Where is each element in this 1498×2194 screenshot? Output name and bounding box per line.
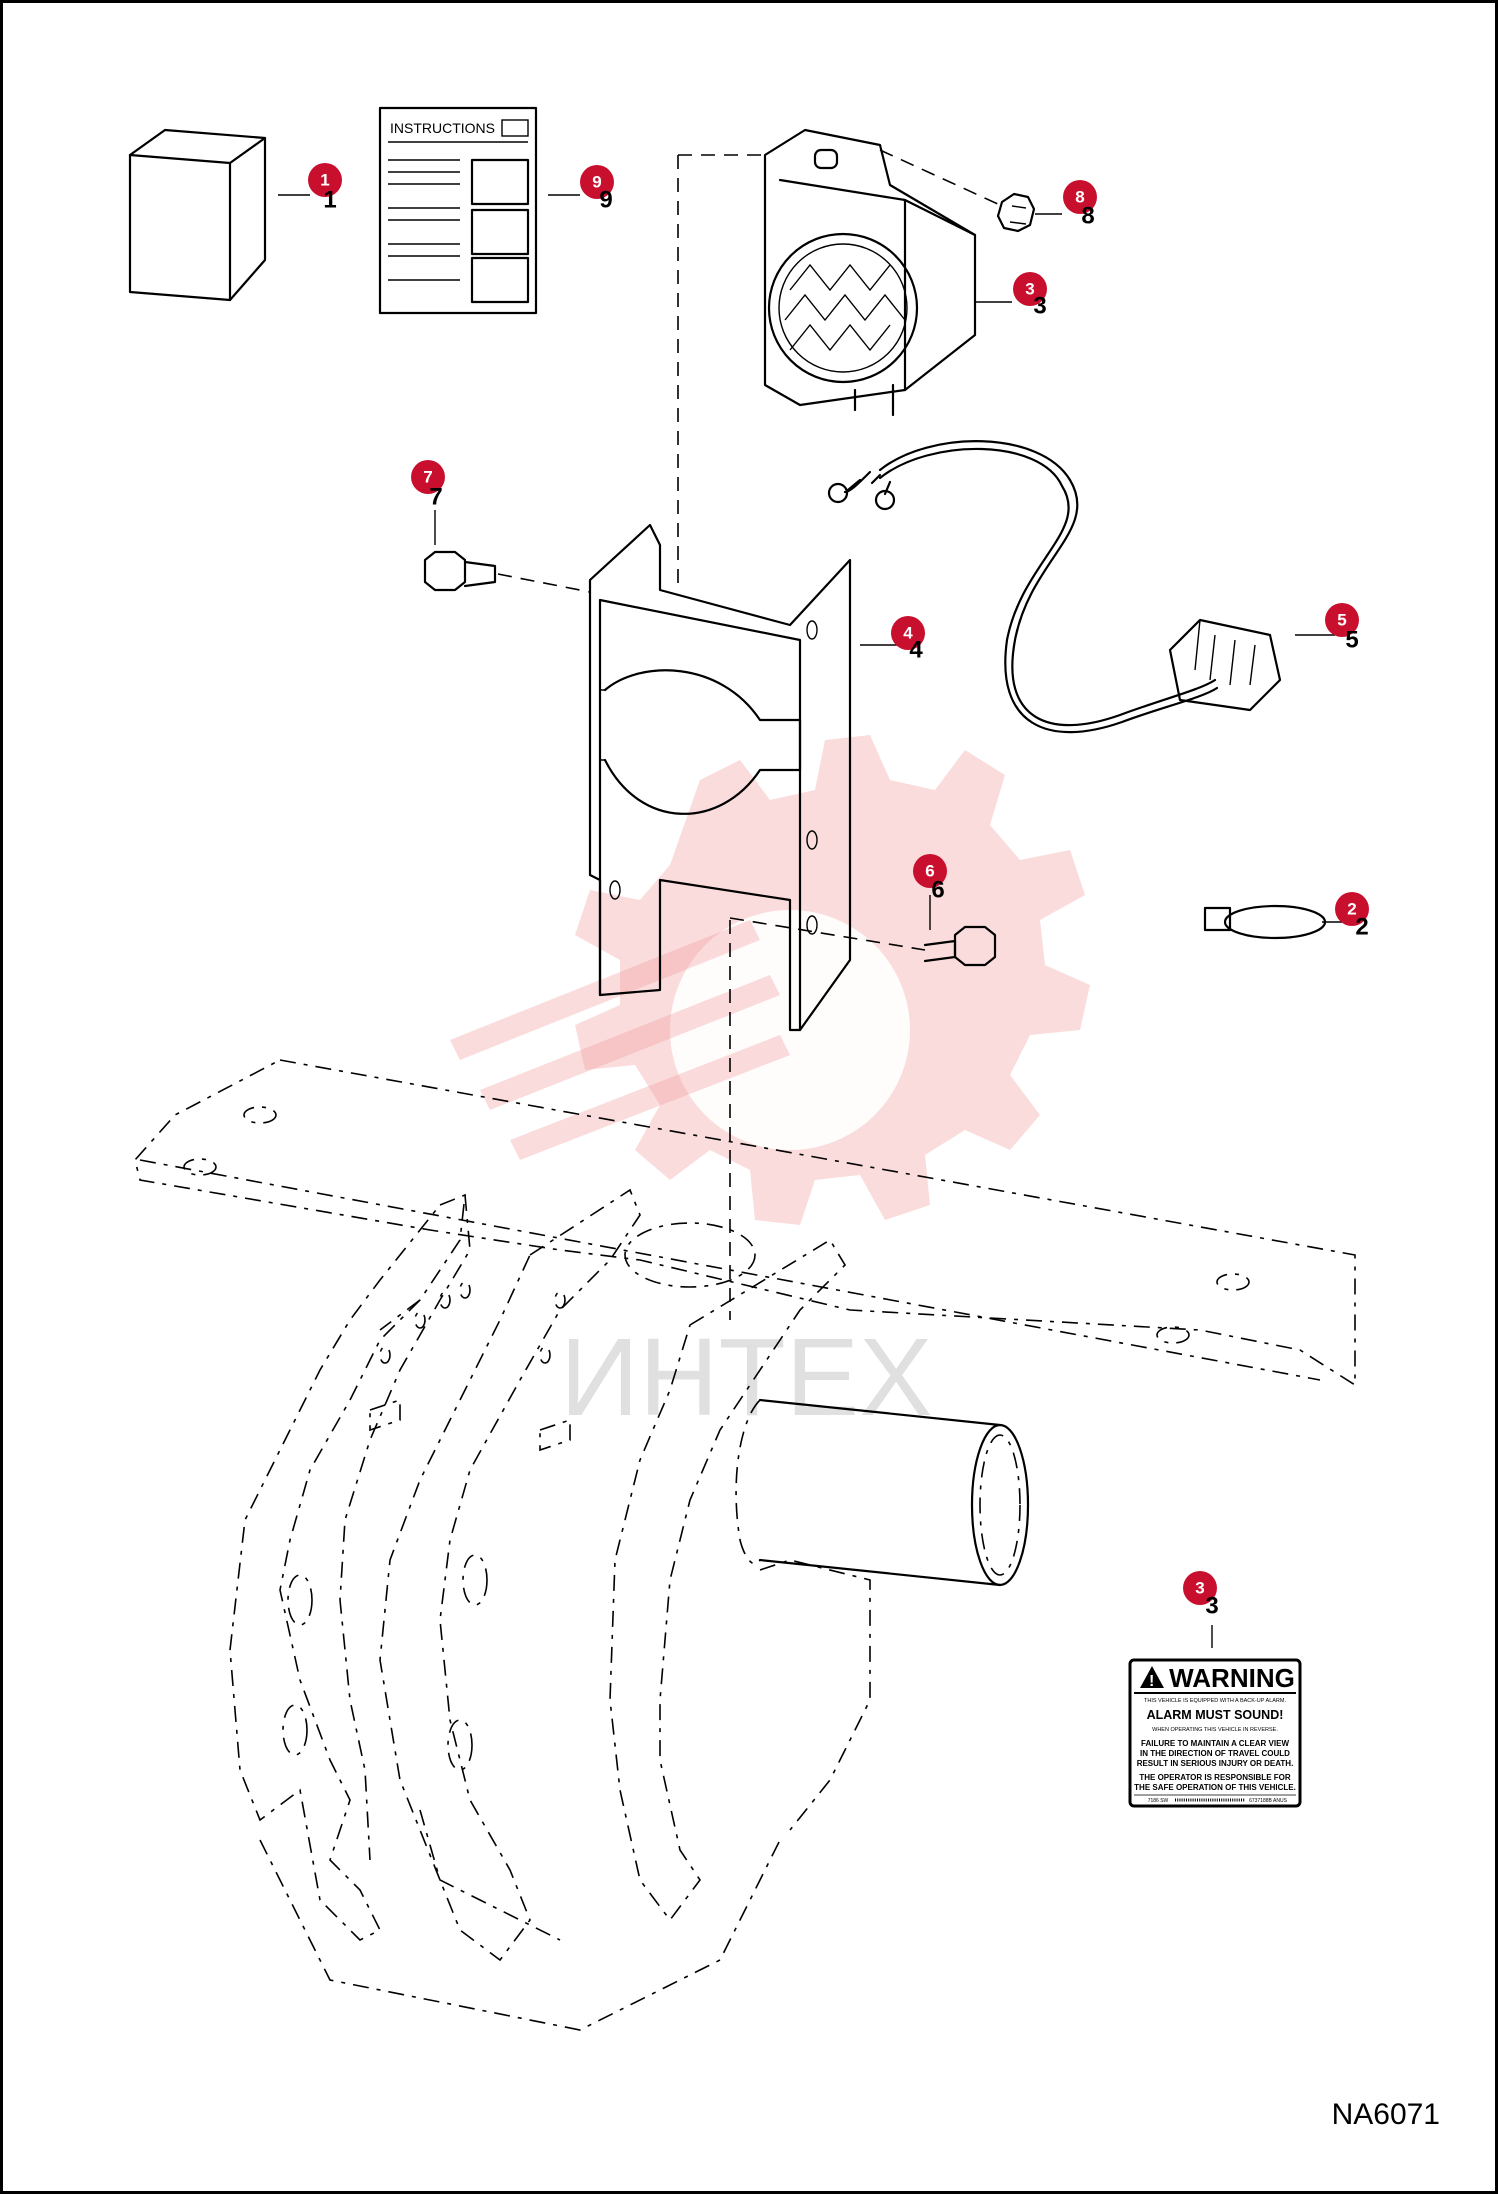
svg-text:3: 3 (1195, 1579, 1204, 1598)
warning-para1-line2: IN THE DIRECTION OF TRAVEL COULD (1140, 1749, 1290, 1758)
part-bolt-7 (423, 550, 497, 592)
svg-text:4: 4 (903, 624, 913, 643)
warning-line2: WHEN OPERATING THIS VEHICLE IN REVERSE. (1152, 1727, 1278, 1733)
guide-bolt-7 (497, 573, 591, 593)
part-backup-alarm (763, 128, 977, 417)
svg-text:7: 7 (423, 468, 432, 487)
watermark-text: ИНТЕХ (560, 1316, 932, 1439)
warning-footer-right: 6737188B ANUS (1249, 1798, 1287, 1804)
part-bracket (588, 523, 852, 1032)
callout-5: 5 5 (1325, 603, 1359, 654)
warning-para1-line3: RESULT IN SERIOUS INJURY OR DEATH. (1137, 1759, 1294, 1768)
callout-6: 6 6 (913, 854, 947, 904)
svg-text:9: 9 (592, 173, 601, 192)
guide-bolt-6 (729, 917, 926, 951)
callout-3-alarm: 3 3 (1013, 272, 1047, 320)
callout-3-decal: 3 3 (1183, 1571, 1219, 1620)
warning-footer-left: 7186 SW (1148, 1798, 1169, 1804)
callout-5-number: 5 (1345, 627, 1358, 654)
warning-line1: THIS VEHICLE IS EQUIPPED WITH A BACK-UP … (1144, 1698, 1286, 1704)
svg-text:2: 2 (1347, 900, 1356, 919)
callout-8-number: 8 (1081, 203, 1094, 230)
warning-para2-line2: THE SAFE OPERATION OF THIS VEHICLE. (1134, 1783, 1296, 1792)
part-box (128, 128, 267, 302)
warning-headline: ALARM MUST SOUND! (1147, 1708, 1284, 1722)
part-bolt-6 (923, 925, 997, 967)
part-nut (996, 192, 1036, 233)
figure-id: NA6071 (1332, 2098, 1440, 2131)
svg-text:6: 6 (925, 862, 934, 881)
svg-text:1: 1 (320, 171, 329, 190)
callout-4: 4 4 (891, 616, 925, 664)
svg-text:3: 3 (1025, 280, 1034, 299)
warning-para2-line1: THE OPERATOR IS RESPONSIBLE FOR (1139, 1773, 1291, 1782)
part-instructions-sheet: INSTRUCTIONS (378, 106, 538, 315)
guide-nut (879, 149, 1001, 206)
callout-2-number: 2 (1355, 914, 1368, 941)
callout-9-number: 9 (599, 187, 612, 214)
svg-text:!: ! (1149, 1673, 1154, 1690)
part-cable-tie (1203, 904, 1327, 940)
callout-1-number: 1 (323, 187, 336, 214)
warning-para1-line1: FAILURE TO MAINTAIN A CLEAR VIEW (1141, 1739, 1289, 1748)
callout-2: 2 2 (1335, 892, 1369, 941)
callout-7: 7 7 (411, 460, 445, 511)
warning-decal: ! WARNING THIS VEHICLE IS EQUIPPED WITH … (1128, 1658, 1302, 1808)
svg-text:5: 5 (1337, 611, 1346, 630)
warning-header: WARNING (1169, 1663, 1295, 1693)
callout-9: 9 9 (580, 165, 614, 214)
svg-text:8: 8 (1075, 188, 1084, 207)
callout-7-number: 7 (429, 484, 442, 511)
machine-frame-phantom (134, 1059, 1356, 2031)
callout-6-number: 6 (931, 877, 944, 904)
instructions-title: INSTRUCTIONS (390, 120, 495, 136)
callout-1: 1 1 (308, 163, 342, 214)
callout-8: 8 8 (1063, 180, 1097, 230)
part-wire-harness (827, 440, 1282, 734)
callout-3-decal-number: 3 (1205, 1593, 1218, 1620)
callout-4-number: 4 (909, 637, 923, 664)
callout-3-alarm-number: 3 (1033, 293, 1046, 320)
